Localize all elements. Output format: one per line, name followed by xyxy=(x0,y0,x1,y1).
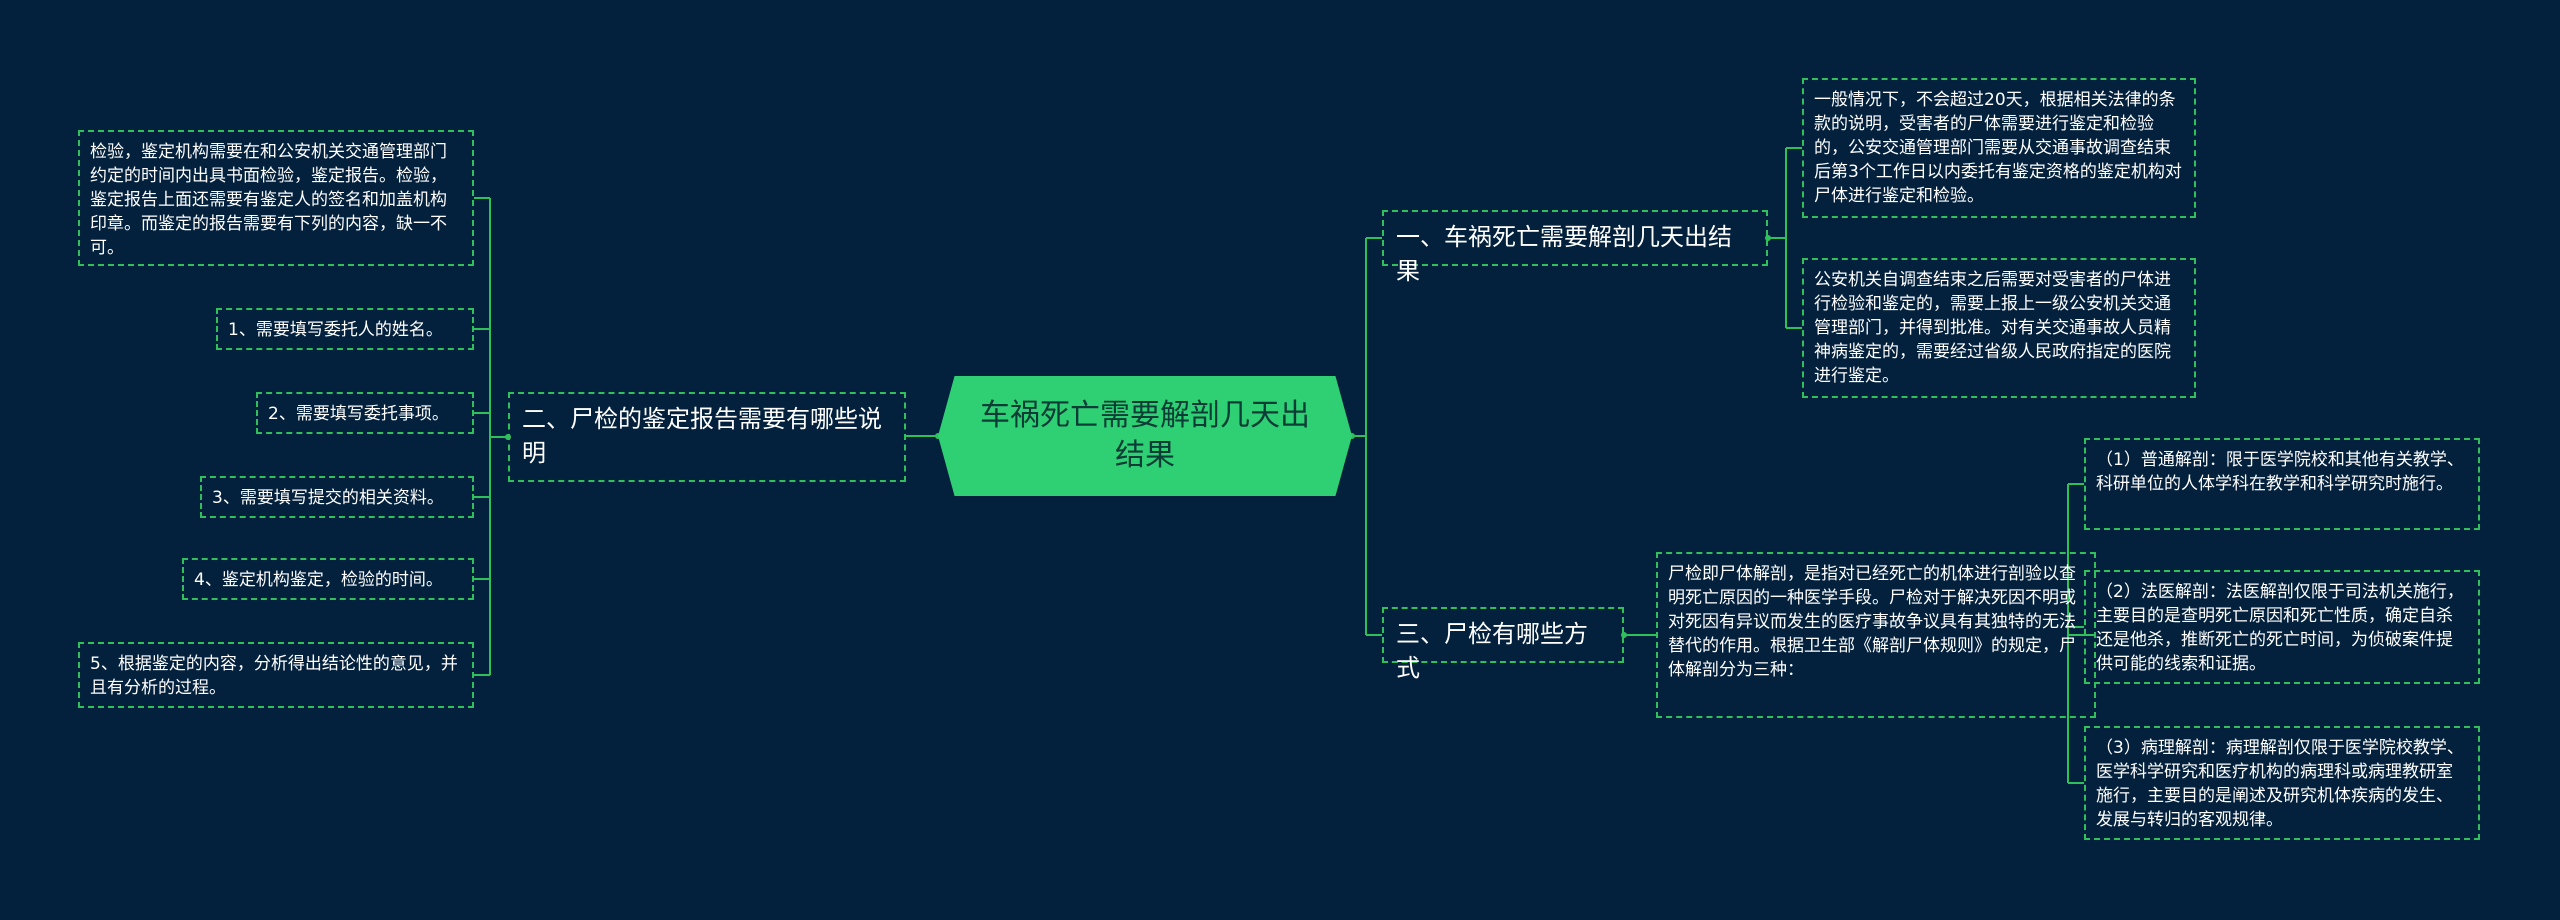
branch-3-method-3[interactable]: （3）病理解剖：病理解剖仅限于医学院校教学、医学科学研究和医疗机构的病理科或病理… xyxy=(2084,726,2480,840)
branch-2-item-5[interactable]: 5、根据鉴定的内容，分析得出结论性的意见，并且有分析的过程。 xyxy=(78,642,474,708)
branch-topic-2[interactable]: 二、尸检的鉴定报告需要有哪些说明 xyxy=(508,392,906,482)
branch-2-item-1[interactable]: 1、需要填写委托人的姓名。 xyxy=(216,308,474,350)
central-topic-label: 车祸死亡需要解剖几天出结果 xyxy=(980,398,1310,473)
branch-3-method-1[interactable]: （1）普通解剖：限于医学院校和其他有关教学、科研单位的人体学科在教学和科学研究时… xyxy=(2084,438,2480,530)
branch-topic-3[interactable]: 三、尸检有哪些方式 xyxy=(1382,607,1624,682)
branch-2-detail-intro[interactable]: 检验，鉴定机构需要在和公安机关交通管理部门约定的时间内出具书面检验，鉴定报告。检… xyxy=(78,130,474,266)
central-topic[interactable]: 车祸死亡需要解剖几天出结果 xyxy=(938,376,1352,496)
branch-2-item-3[interactable]: 3、需要填写提交的相关资料。 xyxy=(200,476,474,518)
branch-2-item-4[interactable]: 4、鉴定机构鉴定，检验的时间。 xyxy=(182,558,474,600)
branch-2-item-2[interactable]: 2、需要填写委托事项。 xyxy=(256,392,474,434)
branch-3-intro[interactable]: 尸检即尸体解剖，是指对已经死亡的机体进行剖验以查明死亡原因的一种医学手段。尸检对… xyxy=(1656,552,2096,718)
branch-topic-1[interactable]: 一、车祸死亡需要解剖几天出结果 xyxy=(1382,210,1768,285)
branch-1-detail-2[interactable]: 公安机关自调查结束之后需要对受害者的尸体进行检验和鉴定的，需要上报上一级公安机关… xyxy=(1802,258,2196,398)
branch-3-method-2[interactable]: （2）法医解剖：法医解剖仅限于司法机关施行，主要目的是查明死亡原因和死亡性质，确… xyxy=(2084,570,2480,684)
branch-1-detail-1[interactable]: 一般情况下，不会超过20天，根据相关法律的条款的说明，受害者的尸体需要进行鉴定和… xyxy=(1802,78,2196,218)
